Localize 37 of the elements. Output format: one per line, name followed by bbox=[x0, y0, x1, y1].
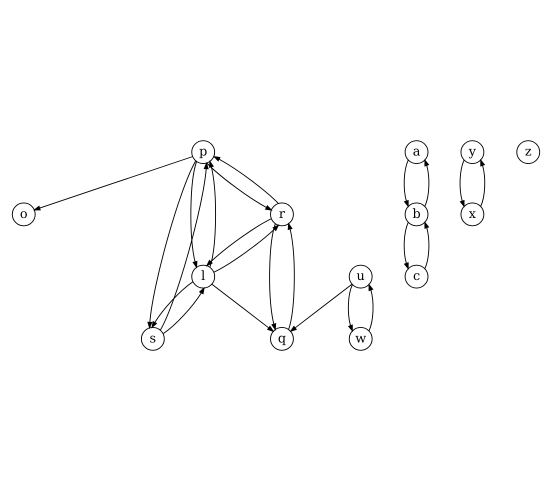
arrow bbox=[160, 162, 209, 331]
node-circle: s bbox=[140, 326, 165, 351]
node-circle: b bbox=[404, 202, 428, 226]
node-circle: x bbox=[460, 202, 484, 226]
arrow bbox=[212, 156, 279, 204]
node-circle: y bbox=[460, 140, 484, 164]
arrow bbox=[348, 284, 353, 332]
arrow bbox=[151, 281, 194, 328]
node-circle: r bbox=[270, 202, 294, 226]
arrow bbox=[424, 158, 430, 207]
node-circle: o bbox=[12, 202, 36, 226]
arrow bbox=[480, 158, 486, 207]
arrow bbox=[404, 222, 409, 270]
arrow bbox=[211, 284, 274, 332]
arrow bbox=[209, 160, 216, 268]
arrow bbox=[33, 156, 193, 210]
arrow bbox=[206, 162, 273, 211]
node-circle: w bbox=[348, 326, 373, 351]
node-circle: z bbox=[516, 140, 540, 164]
node-circle: u bbox=[348, 264, 373, 289]
node-circle: q bbox=[270, 326, 294, 351]
arrow bbox=[288, 222, 295, 330]
node-circle: a bbox=[404, 140, 428, 164]
arrow bbox=[269, 223, 276, 331]
arrow bbox=[424, 221, 430, 270]
arrow bbox=[460, 160, 465, 208]
arrow bbox=[206, 218, 272, 267]
arrow bbox=[190, 161, 198, 269]
arrow bbox=[368, 283, 374, 332]
node-circle: c bbox=[404, 264, 428, 289]
arrow bbox=[162, 286, 205, 334]
node-circle: p bbox=[191, 140, 216, 164]
arrow bbox=[213, 224, 280, 273]
arrow bbox=[290, 284, 352, 332]
arrow bbox=[404, 160, 409, 208]
arrow bbox=[147, 160, 196, 330]
node-circle: l bbox=[191, 264, 216, 289]
